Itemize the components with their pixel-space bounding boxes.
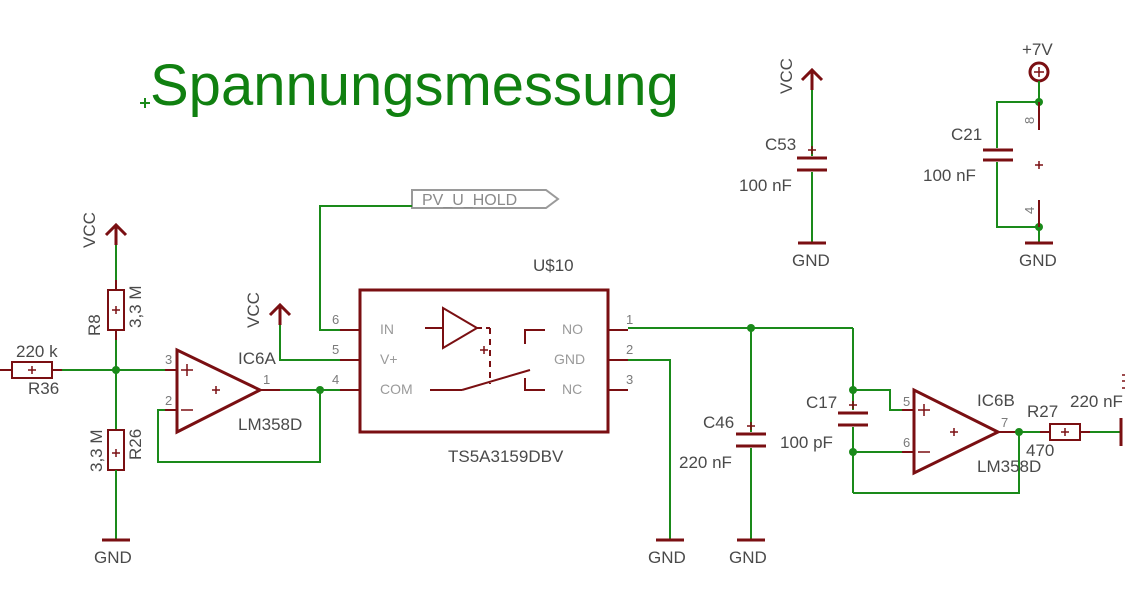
gnd-symbol-c53: GND	[792, 241, 830, 270]
wire-c17-plus	[853, 389, 902, 411]
u10-pin-1: 1	[626, 312, 633, 327]
switch-ic-u10: 6 5 4 IN V+ COM 1 2 3 NO GND NC U$10 TS5…	[332, 256, 633, 466]
u10-part: TS5A3159DBV	[448, 447, 564, 466]
c21-pin-8: 8	[1022, 117, 1037, 124]
vcc-symbol-divider: VCC	[80, 212, 128, 248]
wire-c21-bottom	[996, 162, 1039, 228]
schematic-title: Spannungsmessung	[150, 53, 679, 118]
r27-value: 470	[1026, 441, 1054, 460]
u10-pin-gnd: GND	[554, 351, 585, 367]
wire-vcc-vplus	[279, 325, 340, 361]
u10-pin-nc: NC	[562, 381, 582, 397]
u10-pin-com: COM	[380, 381, 413, 397]
ic6b-pin-out: 7	[1001, 415, 1008, 430]
u10-pin-4: 4	[332, 372, 339, 387]
u10-pin-5: 5	[332, 342, 339, 357]
c21-name: C21	[951, 125, 982, 144]
capacitor-c21: C21 100 nF	[923, 125, 1013, 185]
gnd-symbol-c46: GND	[729, 538, 767, 567]
gnd-symbol-c21: GND	[1019, 241, 1057, 270]
u10-pin-in: IN	[380, 321, 394, 337]
gnd-symbol-u10: GND	[648, 538, 686, 567]
ic6a-part: LM358D	[238, 415, 302, 434]
opamp-ic6b: 5 6 7 IC6B LM358D	[902, 387, 1041, 476]
r8-name: R8	[85, 314, 104, 336]
vcc-symbol-c53: VCC	[777, 58, 824, 94]
c53-value: 100 nF	[739, 176, 792, 195]
resistor-r27: R27 470	[1026, 402, 1090, 460]
r36-name: R36	[28, 379, 59, 398]
u10-pin-3: 3	[626, 372, 633, 387]
u10-pin-6: 6	[332, 312, 339, 327]
ic6a-pin-plus: 3	[165, 352, 172, 367]
c17-name: C17	[806, 393, 837, 412]
vcc-label-c53: VCC	[777, 58, 796, 94]
r26-name: R26	[126, 429, 145, 460]
cout-value: 220 nF	[1070, 392, 1123, 411]
gnd-label-u10: GND	[648, 548, 686, 567]
ic6b-pin-minus: 6	[903, 435, 910, 450]
origin-cross	[140, 98, 150, 108]
wire-c21-top	[996, 101, 1039, 148]
vcc-label-divider: VCC	[80, 212, 99, 248]
capacitor-c53: C53 100 nF	[739, 135, 827, 195]
plus7v-label: +7V	[1022, 40, 1053, 59]
gnd-label-c21: GND	[1019, 251, 1057, 270]
c46-name: C46	[703, 413, 734, 432]
wire-ic6b-feedback	[853, 432, 1020, 494]
gnd-symbol-divider: GND	[94, 538, 132, 567]
r27-name: R27	[1027, 402, 1058, 421]
r36-value: 220 k	[16, 342, 58, 361]
plus7v-symbol: +7V	[1022, 40, 1053, 83]
u10-pin-2: 2	[626, 342, 633, 357]
ic6b-name: IC6B	[977, 391, 1015, 410]
opamp-ic6a: 3 2 1 IC6A LM358D	[165, 347, 302, 435]
ic6a-pin-minus: 2	[165, 393, 172, 408]
u10-name: U$10	[533, 256, 574, 275]
capacitor-c46: C46 220 nF	[679, 413, 766, 472]
u10-pin-vplus: V+	[380, 351, 398, 367]
c21-value: 100 nF	[923, 166, 976, 185]
r8-value: 3,3 M	[126, 285, 145, 328]
gnd-label-c46: GND	[729, 548, 767, 567]
u10-pin-no: NO	[562, 321, 583, 337]
c17-value: 100 pF	[780, 433, 833, 452]
resistor-r8: R8 3,3 M	[85, 280, 145, 340]
capacitor-c17: C17 100 pF	[780, 393, 868, 452]
ic6b-part: LM358D	[977, 457, 1041, 476]
wire-ic6a-feedback	[157, 390, 321, 463]
ic6a-name: IC6A	[238, 349, 276, 368]
gnd-label-c53: GND	[792, 251, 830, 270]
vcc-label-switch: VCC	[244, 292, 263, 328]
ic6-power-pins: 8 4	[1022, 102, 1043, 227]
wire-pvuhold-in	[319, 205, 412, 331]
resistor-r26: 3,3 M R26	[87, 429, 145, 472]
net-label-text: PV_U_HOLD	[422, 192, 517, 209]
wire-u10-gnd	[628, 359, 671, 540]
c46-value: 220 nF	[679, 453, 732, 472]
gnd-label-divider: GND	[94, 548, 132, 567]
net-label-pv-u-hold: PV_U_HOLD	[411, 189, 560, 209]
r26-value: 3,3 M	[87, 429, 106, 472]
c53-name: C53	[765, 135, 796, 154]
vcc-symbol-switch: VCC	[244, 292, 292, 328]
resistor-r36: 220 k R36	[0, 342, 62, 398]
ic6b-pin-plus: 5	[903, 394, 910, 409]
junction-ic6a-out	[316, 386, 324, 394]
ic6a-pin-out: 1	[263, 372, 270, 387]
c21-pin-4: 4	[1022, 207, 1037, 214]
